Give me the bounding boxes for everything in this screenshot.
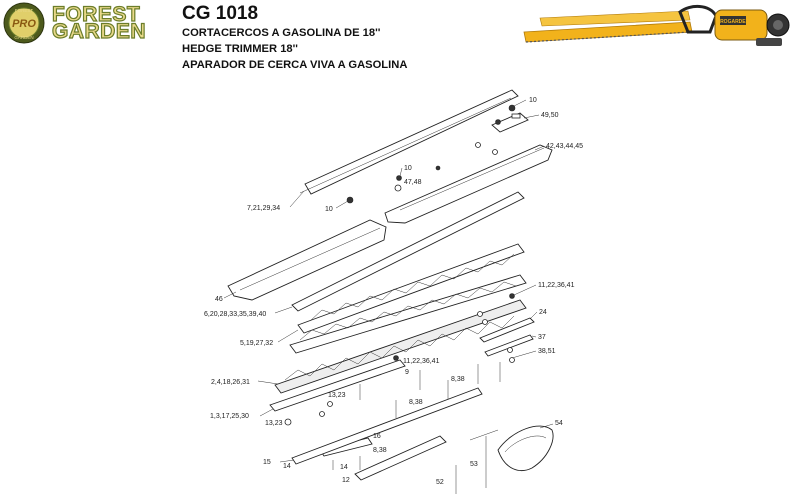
header: FOREST GARDEN PRO FOREST GARDEN CG 1018 … xyxy=(0,0,800,80)
part-24-strip xyxy=(479,317,535,357)
callout-24: 24 xyxy=(539,309,547,316)
part-1-bottom-bar xyxy=(269,359,406,412)
callout-13-23-a: 13,23 xyxy=(328,392,346,399)
callout-10-c: 10 xyxy=(325,206,333,213)
callout-46: 46 xyxy=(215,296,223,303)
photo-blade-teeth xyxy=(525,31,691,43)
callout-12: 12 xyxy=(342,477,350,484)
callout-16: 16 xyxy=(373,433,381,440)
callout-15: 15 xyxy=(263,459,271,466)
photo-handle xyxy=(678,5,718,34)
description-english: HEDGE TRIMMER 18'' xyxy=(182,43,298,55)
callout-10: 10 xyxy=(529,97,537,104)
callout-37: 37 xyxy=(538,334,546,341)
callout-54: 54 xyxy=(555,420,563,427)
callout-52: 52 xyxy=(436,479,444,486)
seal-ring-bottom: GARDEN xyxy=(14,35,33,40)
callout-11-22-36-41-b: 11,22,36,41 xyxy=(403,358,440,365)
callout-47-48: 47,48 xyxy=(404,179,422,186)
callout-42-43-44-45: 42,43,44,45 xyxy=(546,143,583,150)
callout-11-22-36-41: 11,22,36,41 xyxy=(538,282,575,289)
description-spanish: CORTACERCOS A GASOLINA DE 18'' xyxy=(182,27,381,39)
hardware-fasteners xyxy=(284,293,515,470)
part-6-upper-blade xyxy=(297,243,525,334)
callout-2-4-18-26-31: 2,4,18,26,31 xyxy=(211,379,250,386)
part-49-bracket xyxy=(491,104,529,133)
callout-49-50: 49,50 xyxy=(541,112,559,119)
part-15-bottom-bar xyxy=(291,387,483,465)
part-54-handle-guard xyxy=(497,425,554,471)
callout-8-38-a: 8,38 xyxy=(451,376,465,383)
callout-7-21-29-34: 7,21,29,34 xyxy=(247,205,280,212)
brand-word-garden: GARDEN xyxy=(51,20,147,43)
photo-fuel-tank xyxy=(756,38,782,46)
product-photo: PROGARDEN xyxy=(523,5,790,46)
callout-13-23-b: 13,23 xyxy=(265,420,283,427)
seal-badge-text: PRO xyxy=(12,18,36,30)
photo-starter-hub xyxy=(773,20,783,30)
photo-blade-guard xyxy=(539,10,691,27)
part-5-middle-blade xyxy=(289,274,527,354)
callout-1-3-17-25-30: 1,3,17,25,30 xyxy=(210,413,249,420)
seal-ring-top: FOREST xyxy=(15,8,34,13)
part-6-mounting-bar xyxy=(291,191,525,312)
model-number: CG 1018 xyxy=(182,3,259,24)
brand-word-forest: FOREST xyxy=(51,3,141,26)
callout-38-51: 38,51 xyxy=(538,348,556,355)
part-47-washers xyxy=(346,165,441,204)
callout-5-19-27-32: 5,19,27,32 xyxy=(240,340,273,347)
part-42-blade-cover xyxy=(384,142,553,224)
callout-9: 9 xyxy=(405,369,409,376)
callout-8-38-c: 8,38 xyxy=(373,447,387,454)
part-16-plate xyxy=(319,435,447,481)
callout-53: 53 xyxy=(470,461,478,468)
brand-seal-icon: FOREST GARDEN PRO xyxy=(3,2,45,44)
photo-label-plate xyxy=(720,16,746,25)
leader-lines xyxy=(223,99,554,463)
description-spanish-alt: APARADOR DE CERCA VIVA A GASOLINA xyxy=(182,59,408,71)
callout-6-20-28: 6,20,28,33,35,39,40 xyxy=(204,311,266,318)
callout-14-b: 14 xyxy=(340,464,348,471)
callout-10-b: 10 xyxy=(404,165,412,172)
part-7-guard-bar xyxy=(299,89,519,195)
brand-logo: FOREST GARDEN PRO FOREST GARDEN xyxy=(2,2,172,44)
photo-label-text: PROGARDEN xyxy=(717,19,750,25)
part-2-lower-blade xyxy=(274,299,527,394)
part-46-lower-cover xyxy=(227,219,387,301)
callout-8-38-b: 8,38 xyxy=(409,399,423,406)
callout-14-a: 14 xyxy=(283,463,291,470)
part-53-t-wrench xyxy=(469,429,499,488)
